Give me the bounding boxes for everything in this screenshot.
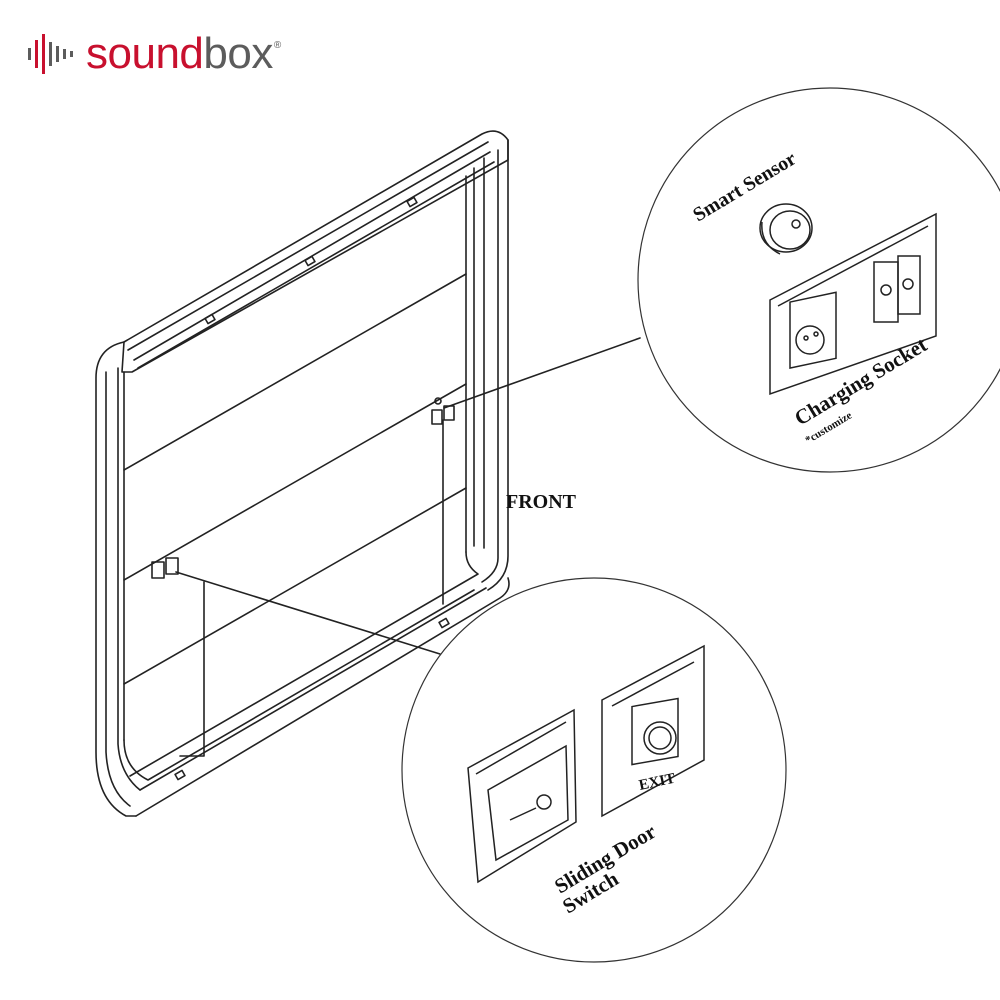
charging-socket-icon bbox=[769, 212, 937, 396]
front-panel-frame bbox=[95, 130, 641, 817]
smart-sensor-icon bbox=[759, 203, 813, 255]
brand-name-box: box bbox=[203, 29, 273, 78]
callout-circle-top bbox=[637, 87, 1000, 473]
brand-wordmark: soundbox® bbox=[86, 30, 281, 78]
front-label: FRONT bbox=[506, 491, 577, 513]
callout-circle-bottom bbox=[401, 577, 787, 963]
soundbox-logo-bars-icon bbox=[28, 34, 73, 74]
brand-logo: soundbox® bbox=[26, 26, 281, 82]
exit-text: EXIT bbox=[638, 771, 677, 794]
registered-mark: ® bbox=[273, 40, 281, 51]
exit-button-icon bbox=[601, 644, 705, 818]
brand-name-sound: sound bbox=[86, 29, 204, 78]
sliding-door-switch-icon bbox=[467, 708, 577, 884]
